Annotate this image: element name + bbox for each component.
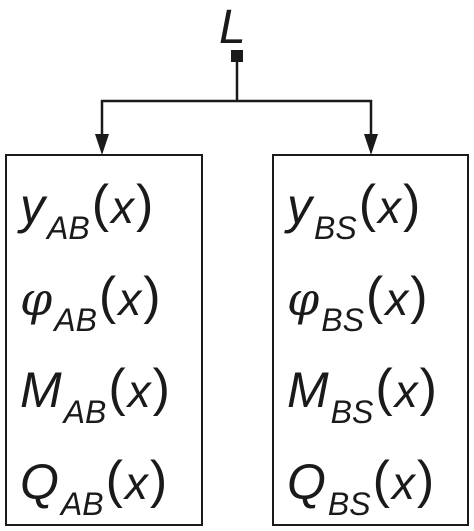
- close-paren: ): [416, 451, 435, 509]
- subscript-bs: BS: [330, 394, 374, 430]
- argument-x: x: [378, 181, 402, 233]
- subscript-ab: AB: [60, 486, 104, 522]
- subscript-ab: AB: [54, 302, 97, 338]
- open-paren: (: [105, 451, 123, 509]
- subscript-bs: BS: [327, 486, 371, 522]
- symbol-phi: φ: [20, 272, 53, 326]
- row-q-ab: QAB(x): [20, 454, 169, 520]
- open-paren: (: [91, 175, 110, 233]
- row-y-bs: yBS(x): [287, 178, 422, 244]
- close-paren: ): [403, 175, 421, 233]
- symbol-y: y: [287, 178, 312, 234]
- argument-x: x: [124, 457, 148, 509]
- argument-x: x: [385, 273, 409, 325]
- argument-x: x: [111, 181, 135, 233]
- row-phi-bs: φBS(x): [287, 270, 430, 336]
- subscript-ab: AB: [47, 210, 90, 246]
- close-paren: ): [410, 267, 428, 325]
- symbol-y: y: [20, 178, 45, 234]
- open-paren: (: [372, 451, 390, 509]
- right-arrowhead: [364, 134, 378, 155]
- close-paren: ): [136, 175, 154, 233]
- open-paren: (: [375, 359, 393, 417]
- row-m-ab: MAB(x): [20, 362, 172, 428]
- subscript-bs: BS: [321, 302, 364, 338]
- close-paren: ): [152, 359, 170, 417]
- top-label-l: L: [219, 1, 246, 54]
- subscript-bs: BS: [314, 210, 357, 246]
- argument-x: x: [118, 273, 142, 325]
- subscript-ab: AB: [63, 394, 107, 430]
- root-node-marker: [231, 50, 243, 62]
- open-paren: (: [365, 267, 384, 325]
- argument-x: x: [394, 365, 418, 417]
- box-ab: [5, 154, 203, 526]
- left-arrowhead: [95, 134, 109, 155]
- symbol-q: Q: [20, 454, 59, 510]
- open-paren: (: [358, 175, 377, 233]
- row-m-bs: MBS(x): [287, 362, 439, 428]
- symbol-phi: φ: [287, 272, 320, 326]
- argument-x: x: [127, 365, 151, 417]
- argument-x: x: [391, 457, 415, 509]
- open-paren: (: [108, 359, 126, 417]
- symbol-m: M: [20, 362, 62, 418]
- close-paren: ): [143, 267, 161, 325]
- box-bs: [272, 154, 469, 526]
- symbol-m: M: [287, 362, 329, 418]
- row-phi-ab: φAB(x): [20, 270, 163, 336]
- row-q-bs: QBS(x): [287, 454, 436, 520]
- close-paren: ): [149, 451, 168, 509]
- close-paren: ): [419, 359, 437, 417]
- open-paren: (: [98, 267, 117, 325]
- symbol-q: Q: [287, 454, 326, 510]
- row-y-ab: yAB(x): [20, 178, 155, 244]
